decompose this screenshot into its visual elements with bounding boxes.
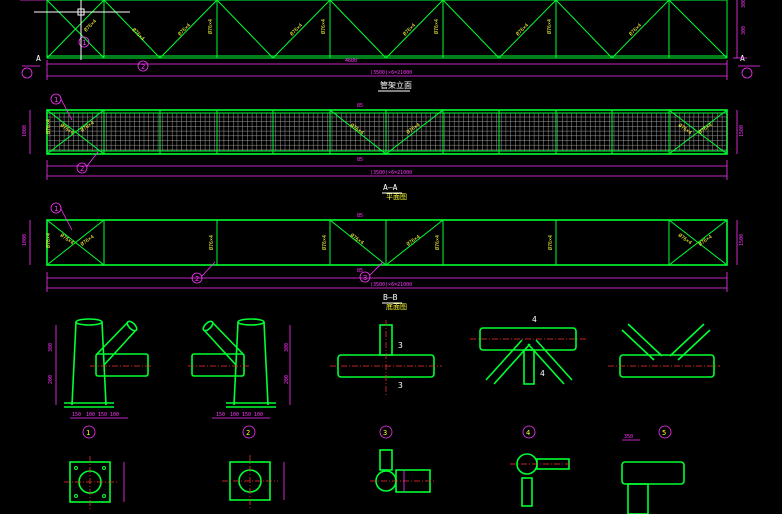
dim-text: 4600 [345, 58, 357, 64]
tag: 85 [357, 213, 363, 219]
plan-subtitle: 平面图 [386, 193, 407, 201]
elevation-title: 管架立面 [380, 80, 412, 90]
callout-1: 1 [54, 205, 58, 213]
dim-text: 1000 [22, 125, 28, 137]
member-label: Ø76×4 [208, 235, 215, 250]
bottom-subtitle: 底面图 [386, 302, 407, 311]
member-label: Ø76×4 [677, 122, 693, 136]
callout-3: 3 [363, 274, 367, 282]
member-label: Ø76×4 [349, 122, 365, 136]
dim-text: 3 [398, 381, 403, 390]
plate-detail-4 [510, 453, 570, 507]
member-label: Ø76×4 [677, 232, 693, 246]
dim-text: 150 [242, 412, 251, 418]
plate-detail-5: 350 [621, 434, 685, 514]
tag: 85 [357, 157, 363, 163]
node-detail-2: 300 200 150 100 150 100 2 [188, 318, 291, 439]
dim-text: 150 [72, 412, 81, 418]
member-label: Ø76×4 [433, 19, 440, 34]
section-mark: A [740, 54, 745, 63]
dim-text: 300 [48, 343, 54, 352]
callout-2: 2 [195, 275, 199, 283]
dim-text: 3 [398, 341, 403, 350]
dim-text: 350 [624, 434, 633, 440]
member-label: Ø76×4 [405, 233, 421, 247]
truss-elevation: Ø76×4 Ø76×4 Ø76×4 Ø76×4 Ø76×4 Ø76×4 Ø76×… [20, 0, 760, 92]
node-label-3: 3 [383, 429, 387, 437]
dim-text: 300 [741, 0, 747, 8]
dim-text: 4 [540, 369, 545, 378]
dim-text: 1500 [739, 234, 745, 246]
dim-text: 100 [86, 412, 95, 418]
tag: 85 [357, 268, 363, 274]
member-label: Ø76×4 [434, 235, 441, 250]
node-detail-1: 300 200 150 100 150 100 1 [48, 318, 152, 439]
callout-1: 1 [54, 96, 58, 104]
plate-detail-2 [222, 455, 285, 510]
dim-text: 4 [532, 315, 537, 324]
dim-text: (3500)×6=21000 [370, 70, 412, 76]
callout-1: 1 [82, 39, 86, 47]
tag: 85 [357, 103, 363, 109]
member-label: Ø76×4 [321, 235, 328, 250]
plate-detail-3 [370, 449, 434, 493]
truss-plan-a: Ø76×4 Ø76×4 Ø76×4 Ø76×4 Ø76×4 Ø76×4 Ø76×… [22, 93, 745, 201]
member-label: Ø76×4 [79, 119, 95, 133]
member-label: Ø76×4 [288, 22, 304, 38]
dim-text: 1500 [739, 125, 745, 137]
dim-text: 100 [110, 412, 119, 418]
member-label: Ø76×4 [349, 232, 365, 246]
truss-bottom-b: Ø76×4 Ø76×4 Ø76×4 Ø76×4 Ø76×4 Ø76×4 Ø76×… [22, 202, 745, 311]
member-label: Ø76×4 [45, 119, 52, 134]
member-label: Ø76×4 [697, 233, 713, 247]
node-label-1: 1 [86, 429, 90, 437]
member-label: Ø76×4 [45, 233, 52, 248]
dim-text: (3500)×6=21000 [370, 170, 412, 176]
plate-detail-1 [64, 456, 125, 510]
member-label: Ø76×4 [697, 121, 713, 135]
dim-text: 1000 [22, 234, 28, 246]
node-detail-4: 4 4 4 [470, 315, 586, 439]
member-label: Ø76×4 [401, 22, 417, 38]
member-label: Ø76×4 [547, 235, 554, 250]
bottom-title: B—B [383, 293, 398, 302]
dim-text: 100 [230, 412, 239, 418]
member-label: Ø76×4 [131, 26, 147, 42]
node-label-5: 5 [662, 429, 666, 437]
member-label: Ø76×4 [176, 22, 192, 38]
dim-text: 150 [98, 412, 107, 418]
dim-text: 300 [741, 26, 747, 35]
dim-text: (3500)×6=21000 [370, 282, 412, 288]
member-label: Ø76×4 [546, 19, 553, 34]
member-label: Ø76×4 [627, 22, 643, 38]
node-label-4: 4 [526, 429, 530, 437]
dim-text: 150 [216, 412, 225, 418]
crosshair-cursor [34, 0, 130, 60]
callout-2: 2 [80, 165, 84, 173]
dim-text: 200 [48, 375, 54, 384]
member-label: Ø76×4 [514, 22, 530, 38]
member-label: Ø76×4 [79, 233, 95, 247]
plan-title: A—A [383, 183, 398, 192]
member-label: Ø76×4 [207, 19, 214, 34]
node-label-2: 2 [246, 429, 250, 437]
node-detail-5: 5 [608, 323, 720, 439]
dim-text: 100 [254, 412, 263, 418]
callout-2: 2 [141, 63, 145, 71]
dim-text: 300 [284, 343, 290, 352]
node-detail-3: 3 3 3 [330, 320, 442, 439]
member-label: Ø76×4 [320, 19, 327, 34]
section-mark: A [36, 54, 41, 63]
dim-text: 200 [284, 375, 290, 384]
